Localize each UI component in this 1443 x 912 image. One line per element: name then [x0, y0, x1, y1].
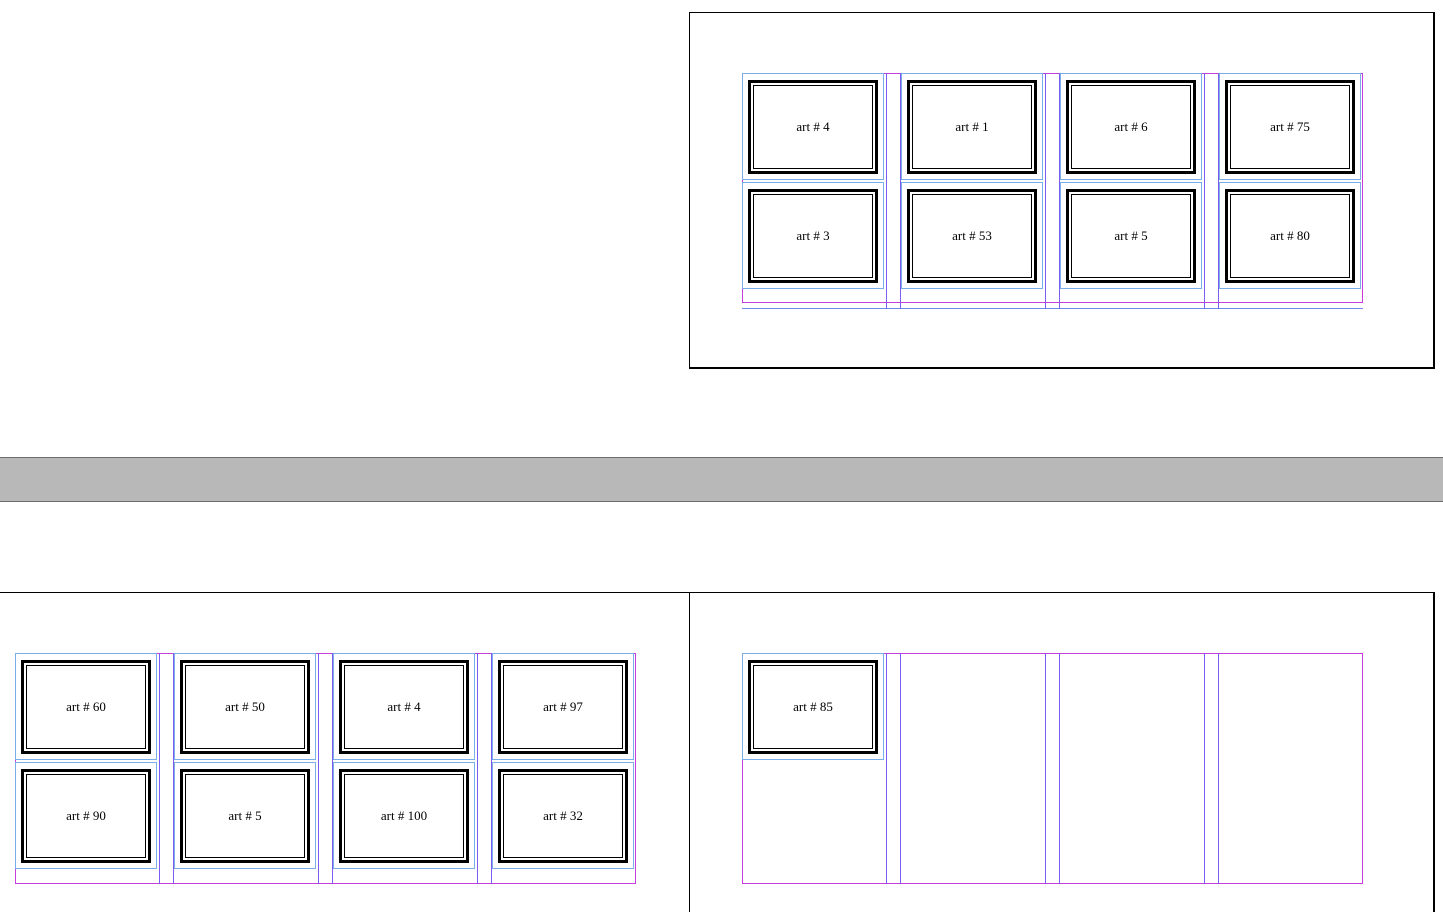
column-guide — [1045, 73, 1046, 309]
art-cell: art # 4 — [333, 653, 475, 760]
art-cell: art # 3 — [742, 182, 884, 289]
art-label: art # 1 — [955, 119, 989, 134]
art-label: art # 4 — [387, 699, 421, 714]
page-top-right: art # 4 art # 1 art # 6 art # 75 art # 3… — [689, 12, 1435, 369]
column-guide — [1059, 73, 1060, 309]
art-frame[interactable]: art # 97 — [498, 660, 628, 754]
art-label: art # 97 — [543, 699, 583, 714]
art-label: art # 50 — [225, 699, 265, 714]
art-frame[interactable]: art # 4 — [339, 660, 469, 754]
art-frame[interactable]: art # 100 — [339, 769, 469, 863]
art-cell: art # 5 — [174, 762, 316, 869]
column-guide — [1204, 73, 1205, 309]
art-frame[interactable]: art # 32 — [498, 769, 628, 863]
margin-guide-box: art # 4 art # 1 art # 6 art # 75 art # 3… — [742, 73, 1363, 309]
art-frame[interactable]: art # 80 — [1225, 189, 1355, 283]
margin-guide — [742, 653, 1363, 884]
art-cell: art # 5 — [1060, 182, 1202, 289]
page-bottom-left: art # 60 art # 50 art # 4 art # 97 art #… — [0, 592, 690, 912]
spread-divider — [0, 457, 1443, 502]
art-frame[interactable]: art # 53 — [907, 189, 1037, 283]
art-frame[interactable]: art # 6 — [1066, 80, 1196, 174]
art-label: art # 80 — [1270, 228, 1310, 243]
column-guide — [318, 653, 319, 884]
art-cell: art # 97 — [492, 653, 634, 760]
art-frame[interactable]: art # 5 — [180, 769, 310, 863]
art-label: art # 90 — [66, 808, 106, 823]
column-guide — [886, 653, 887, 884]
art-cell: art # 60 — [15, 653, 157, 760]
column-guide — [332, 653, 333, 884]
art-frame[interactable]: art # 90 — [21, 769, 151, 863]
art-frame[interactable]: art # 85 — [748, 660, 878, 754]
art-frame[interactable]: art # 3 — [748, 189, 878, 283]
column-guide — [1218, 653, 1219, 884]
art-label: art # 32 — [543, 808, 583, 823]
art-label: art # 60 — [66, 699, 106, 714]
art-frame[interactable]: art # 75 — [1225, 80, 1355, 174]
art-cell: art # 75 — [1219, 73, 1361, 180]
art-cell: art # 53 — [901, 182, 1043, 289]
art-cell: art # 32 — [492, 762, 634, 869]
art-cell: art # 80 — [1219, 182, 1361, 289]
column-guide — [886, 73, 887, 309]
column-guide — [900, 73, 901, 309]
art-label: art # 75 — [1270, 119, 1310, 134]
art-frame[interactable]: art # 5 — [1066, 189, 1196, 283]
art-label: art # 3 — [796, 228, 830, 243]
column-guide — [1059, 653, 1060, 884]
column-guide — [491, 653, 492, 884]
column-guide — [1204, 653, 1205, 884]
art-label: art # 6 — [1114, 119, 1148, 134]
page-bottom-right: art # 85 — [689, 592, 1435, 912]
margin-guide-box: art # 60 art # 50 art # 4 art # 97 art #… — [15, 653, 636, 884]
column-guide — [900, 653, 901, 884]
art-cell: art # 6 — [1060, 73, 1202, 180]
art-label: art # 5 — [228, 808, 262, 823]
art-frame[interactable]: art # 4 — [748, 80, 878, 174]
column-guide — [159, 653, 160, 884]
art-frame[interactable]: art # 50 — [180, 660, 310, 754]
column-guide — [1045, 653, 1046, 884]
baseline-guide — [742, 308, 1363, 309]
art-frame[interactable]: art # 60 — [21, 660, 151, 754]
art-label: art # 53 — [952, 228, 992, 243]
art-cell: art # 85 — [742, 653, 884, 760]
art-cell: art # 1 — [901, 73, 1043, 180]
column-guide — [173, 653, 174, 884]
column-guide — [477, 653, 478, 884]
art-label: art # 5 — [1114, 228, 1148, 243]
art-label: art # 85 — [793, 699, 833, 714]
art-label: art # 4 — [796, 119, 830, 134]
margin-guide-box: art # 85 — [742, 653, 1363, 884]
art-cell: art # 90 — [15, 762, 157, 869]
art-cell: art # 50 — [174, 653, 316, 760]
art-frame[interactable]: art # 1 — [907, 80, 1037, 174]
art-cell: art # 100 — [333, 762, 475, 869]
art-label: art # 100 — [380, 808, 428, 823]
art-cell: art # 4 — [742, 73, 884, 180]
column-guide — [1218, 73, 1219, 309]
